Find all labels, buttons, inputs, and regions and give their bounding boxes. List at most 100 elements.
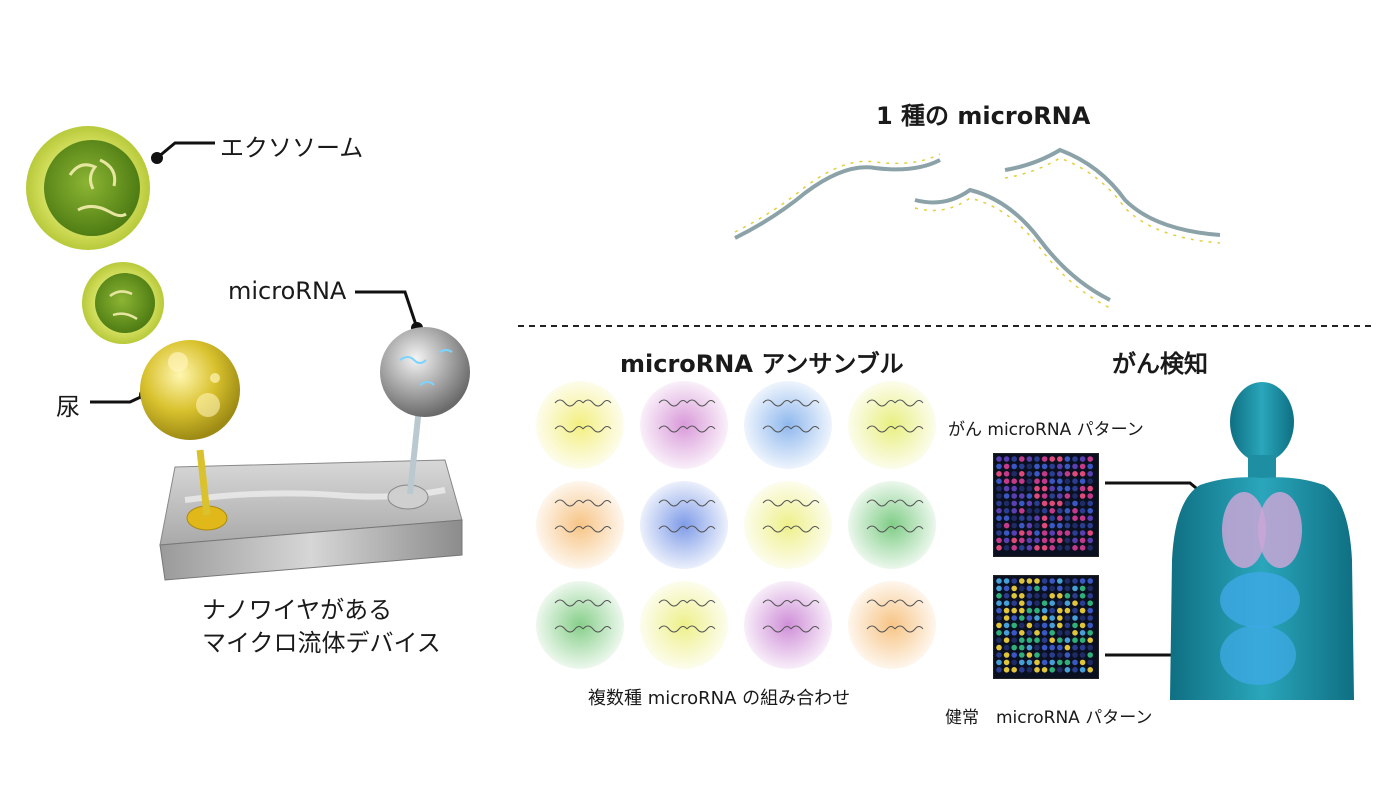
heatmap-dot: [1079, 644, 1086, 651]
heatmap-dot: [1019, 652, 1025, 658]
heatmap-dot: [996, 622, 1002, 629]
heatmap-dot: [1049, 622, 1055, 629]
heatmap-dot: [1003, 522, 1010, 529]
heatmap-dot: [1011, 600, 1017, 606]
heatmap-dot: [1057, 493, 1063, 499]
heatmap-dot: [1019, 493, 1025, 499]
microrna-squiggle: [762, 599, 792, 607]
ensemble-circle: [640, 581, 728, 669]
heatmap-dot: [1026, 607, 1033, 614]
heatmap-dot: [1019, 530, 1025, 536]
heatmap-dot: [1034, 515, 1040, 521]
heatmap-dot: [1079, 630, 1086, 636]
heatmap-dot: [996, 463, 1002, 470]
heatmap-dot: [1003, 500, 1010, 507]
heatmap-dot: [996, 500, 1002, 507]
microrna-squiggle: [686, 525, 716, 533]
heatmap-dot: [1034, 530, 1040, 536]
heatmap-dot: [1019, 637, 1025, 643]
heatmap-dot: [1057, 593, 1063, 599]
heatmap-dot: [1057, 667, 1063, 673]
microrna-squiggle: [894, 399, 924, 407]
microrna-squiggle: [554, 499, 584, 507]
heatmap-dot: [1087, 545, 1093, 551]
microrna-squiggle: [762, 625, 792, 633]
heatmap-dot: [1057, 456, 1063, 462]
ensemble-circle: [848, 381, 936, 469]
heatmap-dot: [1003, 622, 1010, 629]
heatmap-dot: [1087, 522, 1093, 529]
ensemble-circle: [744, 381, 832, 469]
heatmap-dot: [1011, 508, 1017, 514]
heatmap-dot: [1041, 508, 1048, 514]
microrna-squiggle: [658, 525, 688, 533]
heatmap-dot: [1026, 585, 1033, 592]
heatmap-dot: [1064, 585, 1071, 592]
microrna-squiggle: [582, 625, 612, 633]
microrna-squiggle: [686, 499, 716, 507]
heatmap-dot: [1041, 515, 1048, 521]
microrna-squiggle: [866, 499, 896, 507]
heatmap-dot: [1087, 585, 1093, 592]
ensemble-circle: [640, 381, 728, 469]
microrna-squiggle: [658, 499, 688, 507]
heatmap-dot: [1026, 530, 1033, 536]
heatmap-dot: [1079, 493, 1086, 499]
heatmap-dot: [1011, 500, 1017, 507]
heatmap-dot: [1049, 522, 1055, 529]
heatmap-dot: [1079, 456, 1086, 462]
heatmap-dot: [1049, 545, 1055, 551]
heatmap-dot: [1079, 667, 1086, 673]
heatmap-dot: [1034, 585, 1040, 592]
heatmap-dot: [1072, 659, 1078, 666]
heatmap-dot: [1003, 615, 1010, 621]
urine-sphere: [140, 340, 240, 440]
ensemble-title: microRNA アンサンブル: [620, 350, 904, 378]
heatmap-dot: [1041, 600, 1048, 606]
heatmap-dot: [1026, 478, 1033, 484]
microrna-squiggle: [762, 525, 792, 533]
exosome-label: エクソソーム: [220, 134, 364, 162]
microrna-squiggle: [554, 525, 584, 533]
heatmap-dot: [1072, 644, 1078, 651]
heatmap-dot: [1057, 471, 1063, 477]
heatmap-dot: [1072, 593, 1078, 599]
heatmap-dot: [1049, 471, 1055, 477]
heatmap-dot: [1072, 578, 1078, 584]
heatmap-dot: [1087, 637, 1093, 643]
heatmap-dot: [1019, 578, 1025, 584]
heatmap-dot: [1064, 530, 1071, 536]
heatmap-dot: [1019, 622, 1025, 629]
heatmap-dot: [1003, 637, 1010, 643]
heatmap-dot: [1072, 478, 1078, 484]
ensemble-circle: [536, 581, 624, 669]
heatmap-dot: [1026, 667, 1033, 673]
heatmap-dot: [1049, 585, 1055, 592]
heatmap-dot: [1057, 659, 1063, 666]
heatmap-dot: [1034, 537, 1040, 544]
microrna-squiggle: [790, 525, 820, 533]
heatmap-dot: [1087, 630, 1093, 636]
microrna-squiggle: [554, 425, 584, 433]
heatmap-dot: [1003, 463, 1010, 470]
heatmap-dot: [1064, 667, 1071, 673]
heatmap-dot: [1049, 659, 1055, 666]
heatmap-dot: [1034, 485, 1040, 492]
heatmap-dot: [1003, 508, 1010, 514]
heatmap-dot: [996, 667, 1002, 673]
heatmap-dot: [1003, 537, 1010, 544]
heatmap-dot: [1019, 593, 1025, 599]
device-label-line2: マイクロ流体デバイス: [202, 629, 441, 657]
heatmap-dot: [1003, 578, 1010, 584]
heatmap-dot: [1087, 667, 1093, 673]
heatmap-dot: [1019, 600, 1025, 606]
heatmap-dot: [1011, 545, 1017, 551]
heatmap-dot: [1041, 478, 1048, 484]
heatmap-dot: [1041, 537, 1048, 544]
heatmap-dot: [1034, 622, 1040, 629]
heatmap-dot: [1034, 667, 1040, 673]
heatmap-dot: [996, 493, 1002, 499]
heatmap-dot: [1019, 545, 1025, 551]
heatmap-dot: [1079, 500, 1086, 507]
heatmap-dot: [1072, 622, 1078, 629]
